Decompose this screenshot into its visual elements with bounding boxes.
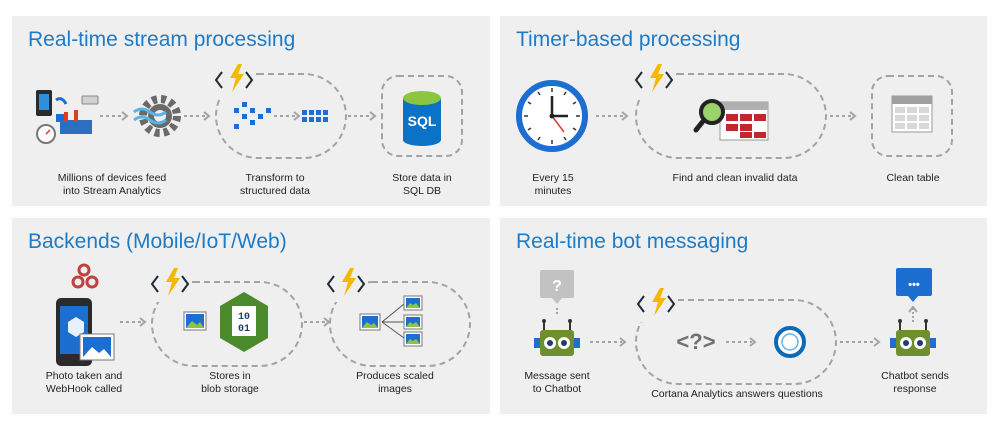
question-icon: <?> [676, 329, 715, 354]
image-icon [183, 311, 207, 331]
panel-title: Backends (Mobile/IoT/Web) [28, 230, 287, 253]
lightning-icon [150, 268, 190, 296]
svg-text:<?>: <?> [676, 329, 715, 354]
caption-scaled: Produces scaled images [356, 370, 434, 395]
table-icon [891, 95, 933, 133]
panel-timer-processing: Timer-based processing [500, 16, 987, 206]
backends-diagram: 10 01 [56, 263, 471, 367]
blob-icon: 10 01 [220, 292, 268, 352]
phone-icon [56, 298, 115, 366]
svg-text:10: 10 [238, 312, 250, 323]
panel-backends: Backends (Mobile/IoT/Web) [12, 218, 490, 414]
panel-bot-messaging: Real-time bot messaging ? <?> [500, 218, 987, 414]
magnifier-table-icon [693, 99, 769, 141]
sql-label: SQL [408, 113, 437, 129]
unstructured-data-icon [234, 102, 271, 129]
panel-title: Real-time stream processing [28, 28, 296, 51]
robot-icon [890, 319, 936, 356]
scaled-images-icon [359, 295, 423, 347]
caption-blob: Stores in blob storage [201, 370, 259, 395]
question-bubble-icon: ? [540, 270, 574, 304]
robot-icon [534, 319, 580, 356]
caption-cortana: Cortana Analytics answers questions [651, 388, 823, 400]
sql-icon: SQL [403, 91, 441, 146]
caption-devices: Millions of devices feed into Stream Ana… [57, 172, 167, 197]
panel-title: Real-time bot messaging [516, 230, 749, 253]
webhook-icon [71, 263, 99, 289]
lightning-icon [636, 288, 676, 316]
caption-store: Store data in SQL DB [392, 172, 452, 197]
panel-title: Timer-based processing [516, 28, 741, 51]
structured-data-icon [302, 110, 328, 122]
lightning-icon [634, 64, 674, 92]
gear-icon [133, 95, 181, 137]
caption-response: Chatbot sends response [881, 370, 949, 395]
lightning-icon [326, 268, 366, 296]
svg-text:01: 01 [238, 324, 250, 335]
device-icon [36, 90, 99, 144]
svg-text:?: ? [552, 278, 562, 295]
cortana-ring-icon [774, 326, 806, 358]
caption-photo: Photo taken and WebHook called [45, 370, 123, 395]
caption-message: Message sent to Chatbot [524, 370, 590, 395]
caption-clean: Find and clean invalid data [672, 172, 798, 184]
chat-bubble-icon: ••• [896, 268, 932, 302]
panel-stream-processing: Real-time stream processing [12, 16, 490, 206]
clock-icon [516, 80, 588, 152]
caption-clean-table: Clean table [886, 172, 940, 184]
stream-diagram: SQL [36, 64, 463, 159]
lightning-icon [214, 64, 254, 92]
svg-text:•••: ••• [908, 279, 920, 291]
timer-diagram [516, 64, 953, 159]
caption-transform: Transform to structured data [239, 172, 311, 197]
bot-diagram: ? <?> [534, 268, 936, 385]
caption-clock: Every 15 minutes [532, 172, 574, 197]
